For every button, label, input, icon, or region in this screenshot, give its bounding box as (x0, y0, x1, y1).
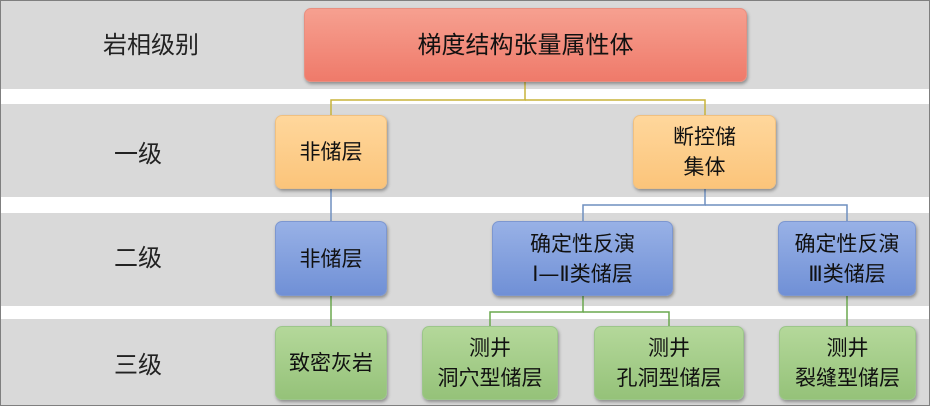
tight-limestone-label: 致密灰岩 (289, 351, 373, 375)
connector-fault-to-inv3 (705, 204, 848, 221)
vug-type-label-line2: 孔洞型储层 (616, 366, 722, 390)
level3-vug-type-node: 测井 孔洞型储层 (594, 326, 744, 400)
level1-non-reservoir-node: 非储层 (275, 115, 387, 189)
level2-non-reservoir-node: 非储层 (275, 221, 387, 296)
level-label-facies: 岩相级别 (103, 31, 199, 59)
inversion-3-label-line2: Ⅲ类储层 (808, 261, 886, 286)
level3-cave-type-node: 测井 洞穴型储层 (422, 326, 558, 400)
cave-type-label-line2: 洞穴型储层 (437, 366, 543, 390)
level3-fracture-type-node: 测井 裂缝型储层 (779, 326, 916, 400)
root-node: 梯度结构张量属性体 (304, 8, 747, 82)
level2-inversion-3-node: 确定性反演 Ⅲ类储层 (778, 221, 916, 296)
level2-inversion-1-2-node: 确定性反演 Ⅰ—Ⅱ类储层 (492, 221, 673, 296)
vug-type-label-line1: 测井 (648, 336, 690, 360)
inversion-1-2-label-line2: Ⅰ—Ⅱ类储层 (532, 261, 633, 286)
connector-inv12-to-vug (583, 311, 670, 326)
fracture-type-label-line2: 裂缝型储层 (795, 366, 900, 390)
fault-controlled-label-line1: 断控储 (673, 125, 736, 149)
fault-controlled-label-line2: 集体 (683, 155, 726, 179)
cave-type-label-line1: 测井 (469, 336, 511, 360)
level2-non-reservoir-label: 非储层 (299, 246, 363, 271)
inversion-1-2-label-line1: 确定性反演 (530, 231, 635, 256)
level1-fault-controlled-node: 断控储 集体 (633, 115, 776, 189)
connector-fault-to-inv12 (582, 189, 706, 221)
band-level2 (1, 213, 929, 306)
inversion-3-label-line1: 确定性反演 (794, 231, 900, 256)
level3-tight-limestone-node: 致密灰岩 (275, 326, 387, 400)
level1-non-reservoir-label: 非储层 (299, 140, 363, 164)
root-node-label: 梯度结构张量属性体 (417, 31, 634, 59)
level-label-1: 一级 (114, 140, 162, 168)
level-label-2: 二级 (114, 244, 162, 272)
connector-root-to-level1 (330, 82, 526, 115)
level-label-3: 三级 (114, 351, 162, 379)
connector-inv12-to-cave (489, 296, 584, 326)
connector-root-to-fault-controlled (525, 99, 706, 115)
fracture-type-label-line1: 测井 (826, 336, 869, 360)
